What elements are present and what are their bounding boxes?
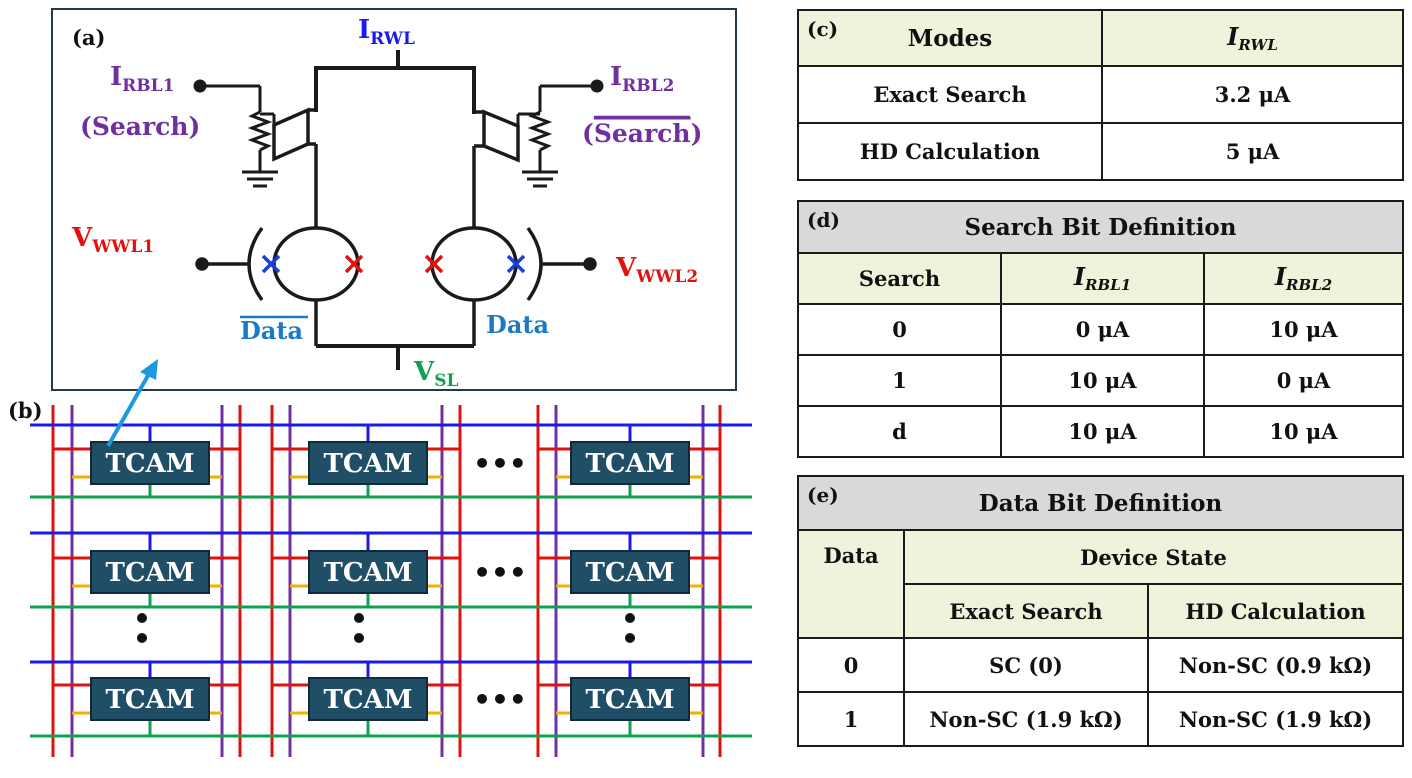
tcam-label: TCAM [324, 685, 413, 715]
exact-state-cell: SC (0) [903, 637, 1149, 693]
tcam-label: TCAM [106, 685, 195, 715]
search-value-cell: 1 [797, 354, 1002, 407]
tcam-cell [308, 550, 428, 594]
table-c-tag: (c) [807, 17, 839, 41]
current-cell: 5 μA [1101, 122, 1404, 181]
irbl2-header-main: I [1274, 262, 1287, 292]
data-bit-title: (e) Data Bit Definition [797, 475, 1404, 531]
tcam-label: TCAM [324, 558, 413, 588]
table-d-tag: (d) [807, 208, 840, 232]
search-bit-title: (d) Search Bit Definition [797, 200, 1404, 254]
rbl2-cell: 0 μA [1203, 354, 1404, 407]
tcam-cell [570, 441, 690, 485]
tcam-label: TCAM [586, 685, 675, 715]
vertical-dot [625, 613, 635, 623]
panel-a-tag: (a) [72, 25, 105, 50]
device-state-header: Device State [903, 529, 1404, 585]
rbl1-cell: 10 μA [1000, 405, 1205, 458]
v-sl-label: VSL [413, 357, 458, 391]
left-fe-capacitor [195, 226, 360, 346]
irbl1-header-sub: RBL1 [1085, 276, 1132, 295]
tcam-cell [570, 550, 690, 594]
tcam-label: TCAM [324, 449, 413, 479]
circuit-diagram: (a) IRWL [8, 8, 752, 757]
irbl2-header-sub: RBL2 [1286, 276, 1333, 295]
tcam-label: TCAM [106, 449, 195, 479]
current-cell: 3.2 μA [1101, 65, 1404, 124]
vertical-dot [625, 633, 635, 643]
tcam-label: TCAM [586, 449, 675, 479]
right-read-bitline [516, 79, 604, 188]
tcam-label: TCAM [106, 558, 195, 588]
search-bar-label: (Search) [582, 119, 702, 148]
table-search-bit: (d) Search Bit Definition Search IRBL1 I… [797, 200, 1404, 458]
mode-cell: Exact Search [797, 65, 1103, 124]
irwl-header: IRWL [1101, 9, 1404, 67]
vertical-dot [354, 633, 364, 643]
data-bit-title-text: Data Bit Definition [978, 489, 1223, 517]
irwl-header-sub: RWL [1238, 36, 1278, 55]
search-bit-title-text: Search Bit Definition [964, 213, 1237, 241]
hd-state-cell: Non-SC (1.9 kΩ) [1147, 691, 1404, 747]
tcam-cell [90, 677, 210, 721]
i-rbl2-label: IRBL2 [610, 62, 674, 96]
bottom-bus [316, 344, 474, 370]
search-value-cell: d [797, 405, 1002, 458]
search-left-label: (Search) [80, 112, 200, 141]
data-value-cell: 0 [797, 637, 905, 693]
i-rwl-label: IRWL [358, 15, 415, 49]
data-value-cell: 1 [797, 691, 905, 747]
tcam-cell [308, 441, 428, 485]
data-bar-label: Data [240, 316, 303, 345]
irwl-header-main: I [1227, 21, 1239, 51]
left-read-bitline [193, 79, 278, 188]
zoom-arrow [106, 359, 158, 447]
rbl2-cell: 10 μA [1203, 303, 1404, 356]
vertical-dot [137, 633, 147, 643]
panel-b-tag: (b) [8, 398, 43, 423]
table-e-tag: (e) [807, 483, 839, 507]
x-markers [261, 254, 526, 274]
hd-state-cell: Non-SC (0.9 kΩ) [1147, 637, 1404, 693]
left-access-transistor [272, 107, 318, 228]
v-wwl1-label: VWWL1 [71, 223, 154, 257]
data-label: Data [486, 310, 549, 339]
table-data-bit: (e) Data Bit Definition Data Device Stat… [797, 475, 1404, 747]
modes-header-label: Modes [907, 24, 993, 52]
top-bus [314, 50, 476, 114]
ellipsis-dots: ••• [473, 683, 527, 716]
tcam-array: TCAM TCAM TCAM ••• TCAM TCAM TCAM ••• TCAM TCAM TC… [30, 405, 752, 757]
vertical-dot [354, 613, 364, 623]
tcam-cell [570, 677, 690, 721]
table-modes: (c) Modes IRWL Exact Search 3.2 μA HD Ca… [797, 9, 1404, 181]
exact-search-header: Exact Search [903, 583, 1149, 639]
hd-calculation-header: HD Calculation [1147, 583, 1404, 639]
rbl2-cell: 10 μA [1203, 405, 1404, 458]
ellipsis-dots: ••• [473, 556, 527, 589]
mode-cell: HD Calculation [797, 122, 1103, 181]
rbl1-cell: 0 μA [1000, 303, 1205, 356]
right-access-transistor [472, 109, 520, 228]
panel-a-frame [51, 8, 737, 391]
search-value-cell: 0 [797, 303, 1002, 356]
v-wwl2-label: VWWL2 [615, 253, 698, 287]
irbl1-header-main: I [1073, 262, 1086, 292]
i-rbl1-label: IRBL1 [110, 62, 174, 96]
irbl2-header: IRBL2 [1203, 252, 1404, 305]
modes-header: (c) Modes [797, 9, 1103, 67]
tcam-cell [90, 550, 210, 594]
rbl1-cell: 10 μA [1000, 354, 1205, 407]
irbl1-header: IRBL1 [1000, 252, 1205, 305]
tcam-cell [90, 441, 210, 485]
search-header: Search [797, 252, 1002, 305]
data-header: Data [797, 529, 905, 639]
tcam-label: TCAM [586, 558, 675, 588]
ellipsis-dots: ••• [473, 447, 527, 480]
exact-state-cell: Non-SC (1.9 kΩ) [903, 691, 1149, 747]
tcam-cell [308, 677, 428, 721]
vertical-dot [137, 613, 147, 623]
